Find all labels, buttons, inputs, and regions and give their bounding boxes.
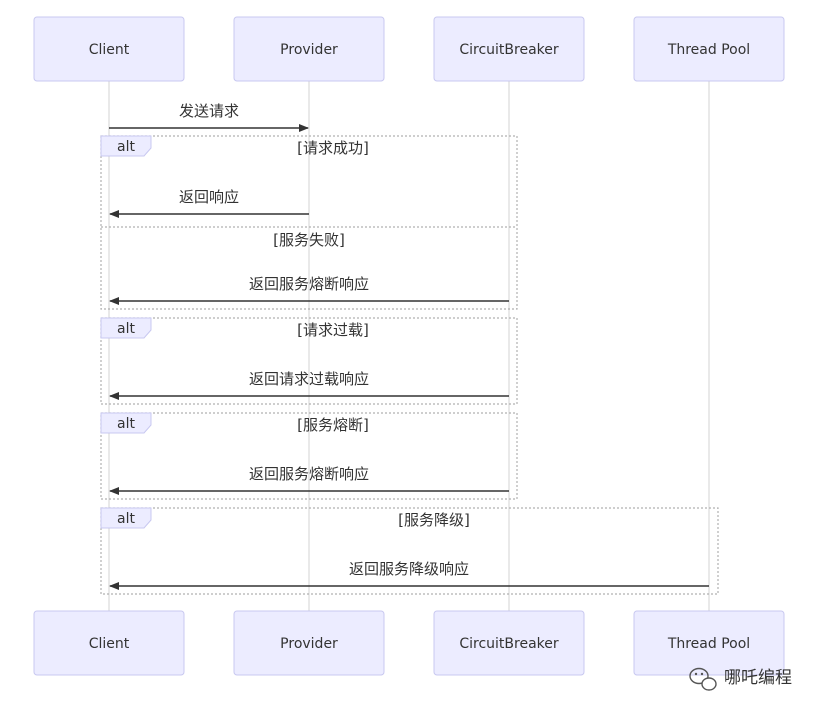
alt-condition-0-0: [请求成功]	[297, 139, 369, 157]
alt-frame-3	[100, 507, 719, 595]
alt-condition-1-0: [请求过载]	[297, 321, 369, 339]
alt-tag-0	[100, 135, 152, 157]
alt-frame-2	[100, 412, 518, 500]
actor-label-top-0: Client	[89, 42, 130, 58]
actor-box-bottom-1	[233, 610, 385, 676]
actor-label-top-1: Provider	[280, 42, 338, 58]
alt-tag-3	[100, 507, 152, 529]
actor-box-bottom-2	[433, 610, 585, 676]
message-label-0: 发送请求	[179, 102, 239, 120]
message-label-3: 返回请求过载响应	[249, 370, 369, 388]
message-label-4: 返回服务熔断响应	[249, 465, 369, 483]
actor-label-bottom-3: Thread Pool	[667, 636, 750, 652]
actor-box-bottom-0	[33, 610, 185, 676]
actor-box-top-1	[233, 16, 385, 82]
alt-condition-3-0: [服务降级]	[398, 511, 470, 529]
wechat-icon	[689, 667, 717, 691]
message-label-5: 返回服务降级响应	[349, 560, 469, 578]
actor-label-bottom-2: CircuitBreaker	[459, 636, 559, 652]
actor-label-bottom-0: Client	[89, 636, 130, 652]
alt-frame-1	[100, 317, 518, 405]
message-label-2: 返回服务熔断响应	[249, 275, 369, 293]
alt-tag-label-1: alt	[117, 321, 135, 337]
actor-box-bottom-3	[633, 610, 785, 676]
alt-tag-1	[100, 317, 152, 339]
alt-condition-0-1: [服务失败]	[273, 231, 345, 249]
watermark-text: 哪吒编程	[724, 668, 792, 688]
alt-tag-label-2: alt	[117, 416, 135, 432]
actor-box-top-3	[633, 16, 785, 82]
alt-condition-2-0: [服务熔断]	[297, 416, 369, 434]
alt-tag-label-3: alt	[117, 511, 135, 527]
alt-tag-2	[100, 412, 152, 434]
actor-label-bottom-1: Provider	[280, 636, 338, 652]
actor-label-top-2: CircuitBreaker	[459, 42, 559, 58]
watermark: 哪吒编程	[689, 667, 792, 691]
alt-frame-0	[100, 135, 518, 310]
actor-label-top-3: Thread Pool	[667, 42, 750, 58]
actor-box-top-2	[433, 16, 585, 82]
alt-tag-label-0: alt	[117, 139, 135, 155]
actor-box-top-0	[33, 16, 185, 82]
message-label-1: 返回响应	[179, 188, 239, 206]
